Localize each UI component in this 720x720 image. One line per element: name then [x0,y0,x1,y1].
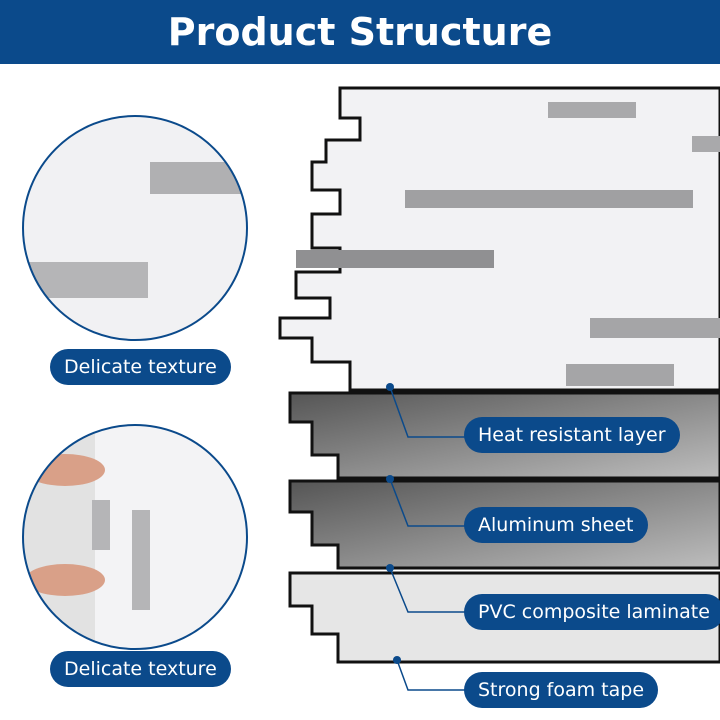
tile-panel [278,86,720,392]
heat-resistant-layer-label: Heat resistant layer [464,417,680,453]
delicate-texture-label-1: Delicate texture [50,349,231,385]
texture-closeup-1 [23,116,247,340]
texture-closeup-2 [23,425,247,649]
delicate-texture-label-2: Delicate texture [50,651,231,687]
aluminum-sheet-label: Aluminum sheet [464,507,648,543]
pvc-composite-laminate-label: PVC composite laminate [464,594,720,630]
page-title: Product Structure [0,0,720,64]
strong-foam-tape-label: Strong foam tape [464,672,659,708]
